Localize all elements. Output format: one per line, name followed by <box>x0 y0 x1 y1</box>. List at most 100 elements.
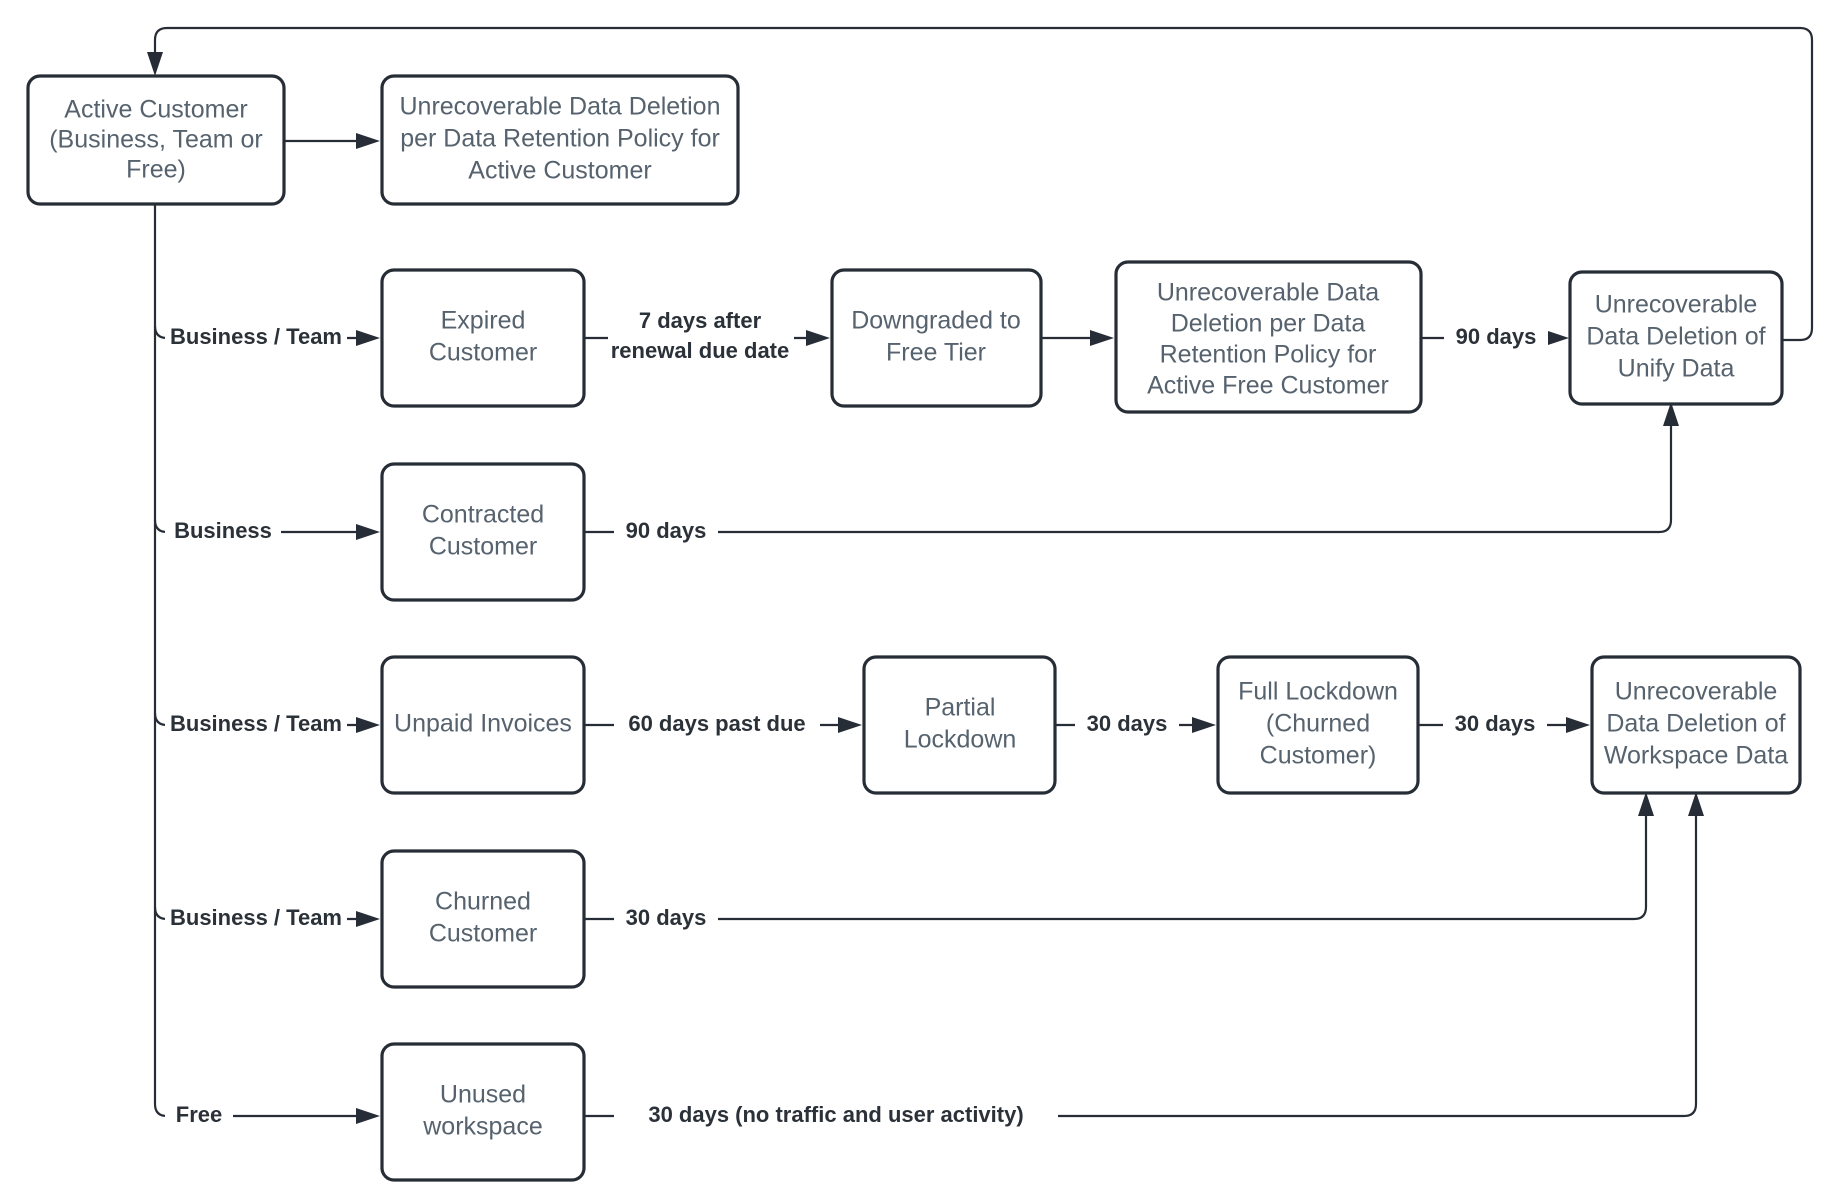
node-downgraded-free-tier-line-1: Downgraded to <box>851 307 1021 335</box>
node-unrecoverable-active-free-customer-line-2: Deletion per Data <box>1171 310 1366 338</box>
node-unused-workspace[interactable]: Unused workspace <box>380 1042 586 1182</box>
edge-label-business-team-expired: Business / Team <box>170 324 342 349</box>
node-unrecoverable-unify-data-line-3: Unify Data <box>1618 355 1735 383</box>
node-unpaid-invoices[interactable]: Unpaid Invoices <box>380 655 586 795</box>
node-full-lockdown[interactable]: Full Lockdown (Churned Customer) <box>1216 655 1420 795</box>
arrowhead-partial-to-full <box>1192 717 1216 733</box>
node-contracted-customer[interactable]: Contracted Customer <box>380 462 586 602</box>
edge-label-renewal-due-date: renewal due date <box>611 338 790 363</box>
edge-active-to-unrecoverable-active <box>284 133 380 149</box>
edge-label-business-team-churned: Business / Team <box>170 905 342 930</box>
node-contracted-customer-box[interactable] <box>380 462 586 602</box>
node-downgraded-free-tier-line-2: Free Tier <box>886 339 986 367</box>
node-downgraded-free-tier[interactable]: Downgraded to Free Tier <box>830 268 1043 408</box>
node-partial-lockdown-line-2: Lockdown <box>904 726 1017 754</box>
node-active-customer-box[interactable] <box>26 74 286 206</box>
edge-label-bg-10 <box>165 903 347 935</box>
edge-label-bg-13 <box>614 1100 1058 1132</box>
arrowhead-branch-contracted <box>356 524 380 540</box>
node-unused-workspace-box[interactable] <box>380 1042 586 1182</box>
arrowhead-loop-active-customer <box>147 52 163 76</box>
node-unrecoverable-unify-data-box[interactable] <box>1568 270 1784 406</box>
node-unrecoverable-active-customer[interactable]: Unrecoverable Data Deletion per Data Ret… <box>380 74 740 206</box>
edge-branch-contracted-customer: Business <box>153 516 380 548</box>
edge-label-bg-6 <box>165 709 347 741</box>
edge-label-30-days-churned: 30 days <box>626 905 707 930</box>
edge-label-bg-2 <box>608 302 794 374</box>
edge-label-bg-4 <box>165 516 281 548</box>
node-contracted-customer-line-2: Customer <box>429 533 537 561</box>
edge-label-bg-7 <box>614 709 820 741</box>
edge-label-business-team-unpaid: Business / Team <box>170 711 342 736</box>
edge-branch-unpaid-invoices: Business / Team <box>153 709 380 741</box>
node-churned-customer-box[interactable] <box>380 849 586 989</box>
edge-contracted-to-unify: 90 days <box>584 402 1679 548</box>
node-unrecoverable-active-free-customer[interactable]: Unrecoverable Data Deletion per Data Ret… <box>1114 260 1423 414</box>
node-partial-lockdown[interactable]: Partial Lockdown <box>862 655 1057 795</box>
edge-downgraded-to-free-deletion <box>1041 330 1114 346</box>
node-unrecoverable-active-free-customer-line-4: Active Free Customer <box>1147 372 1389 400</box>
node-unrecoverable-active-free-customer-line-3: Retention Policy for <box>1160 341 1377 369</box>
edge-label-90-days-contracted: 90 days <box>626 518 707 543</box>
arrowhead-branch-churned <box>356 911 380 927</box>
edge-label-bg-9 <box>1443 709 1547 741</box>
edge-label-bg-3 <box>1444 322 1548 354</box>
node-full-lockdown-line-1: Full Lockdown <box>1238 678 1398 706</box>
edge-label-free-unused: Free <box>176 1102 222 1127</box>
node-active-customer[interactable]: Active Customer (Business, Team or Free) <box>26 74 286 206</box>
node-churned-customer[interactable]: Churned Customer <box>380 849 586 989</box>
node-unrecoverable-active-free-customer-box[interactable] <box>1114 260 1423 414</box>
edge-label-30-days-no-traffic: 30 days (no traffic and user activity) <box>648 1102 1023 1127</box>
node-unrecoverable-active-customer-line-1: Unrecoverable Data Deletion <box>399 93 720 121</box>
node-downgraded-free-tier-box[interactable] <box>830 268 1043 408</box>
edge-branch-unused-workspace: Free <box>153 1100 380 1132</box>
edge-branch-expired-customer: Business / Team <box>153 322 380 354</box>
edge-unpaid-to-partial: 60 days past due <box>584 709 862 741</box>
node-full-lockdown-box[interactable] <box>1216 655 1420 795</box>
edge-unused-to-workspace: 30 days (no traffic and user activity) <box>584 792 1704 1132</box>
edge-label-90-days-free: 90 days <box>1456 324 1537 349</box>
node-unrecoverable-unify-data[interactable]: Unrecoverable Data Deletion of Unify Dat… <box>1568 270 1784 406</box>
arrowhead-expired-to-downgraded <box>806 330 830 346</box>
node-unrecoverable-unify-data-line-1: Unrecoverable <box>1595 291 1758 319</box>
node-expired-customer-line-2: Customer <box>429 339 537 367</box>
node-expired-customer-box[interactable] <box>380 268 586 408</box>
arrowhead-unpaid-to-partial <box>838 717 862 733</box>
node-active-customer-line-2: (Business, Team or <box>49 126 263 154</box>
node-unrecoverable-workspace-data-line-3: Workspace Data <box>1604 742 1788 770</box>
node-churned-customer-line-2: Customer <box>429 920 537 948</box>
edge-churned-to-workspace: 30 days <box>584 792 1654 935</box>
arrowhead-branch-unused <box>356 1108 380 1124</box>
edge-label-7-days-after: 7 days after <box>639 308 762 333</box>
arrowhead-downgraded-to-free-deletion <box>1090 330 1114 346</box>
node-unused-workspace-line-1: Unused <box>440 1081 526 1109</box>
edge-expired-to-downgraded: 7 days after renewal due date <box>584 302 830 374</box>
node-unrecoverable-workspace-data-box[interactable] <box>1590 655 1802 795</box>
arrowhead-free-deletion-to-unify <box>1545 330 1569 346</box>
node-unrecoverable-active-customer-box[interactable] <box>380 74 740 206</box>
node-unused-workspace-line-2: workspace <box>422 1113 543 1141</box>
arrowhead-churned-to-workspace <box>1638 792 1654 816</box>
edge-full-to-workspace: 30 days <box>1418 709 1590 741</box>
node-unrecoverable-unify-data-line-2: Data Deletion of <box>1586 323 1765 351</box>
edge-label-bg-5 <box>614 516 718 548</box>
node-churned-customer-line-1: Churned <box>435 888 531 916</box>
edge-unify-loop-to-active-customer <box>147 26 1814 342</box>
node-unrecoverable-workspace-data[interactable]: Unrecoverable Data Deletion of Workspace… <box>1590 655 1802 795</box>
node-partial-lockdown-line-1: Partial <box>925 694 996 722</box>
edge-label-30-days-partial: 30 days <box>1087 711 1168 736</box>
node-expired-customer[interactable]: Expired Customer <box>380 268 586 408</box>
edge-partial-to-full: 30 days <box>1055 709 1216 741</box>
node-partial-lockdown-box[interactable] <box>862 655 1057 795</box>
arrowhead-active-to-deletion <box>356 133 380 149</box>
node-unrecoverable-workspace-data-line-1: Unrecoverable <box>1615 678 1778 706</box>
arrowhead-branch-unpaid <box>356 717 380 733</box>
arrowhead-full-to-workspace <box>1566 717 1590 733</box>
edge-label-business-contracted: Business <box>174 518 272 543</box>
edge-label-bg-11 <box>614 903 718 935</box>
node-unpaid-invoices-box[interactable] <box>380 655 586 795</box>
node-unrecoverable-workspace-data-line-2: Data Deletion of <box>1606 710 1785 738</box>
edge-label-60-days-past-due: 60 days past due <box>628 711 805 736</box>
node-active-customer-line-1: Active Customer <box>64 96 247 124</box>
